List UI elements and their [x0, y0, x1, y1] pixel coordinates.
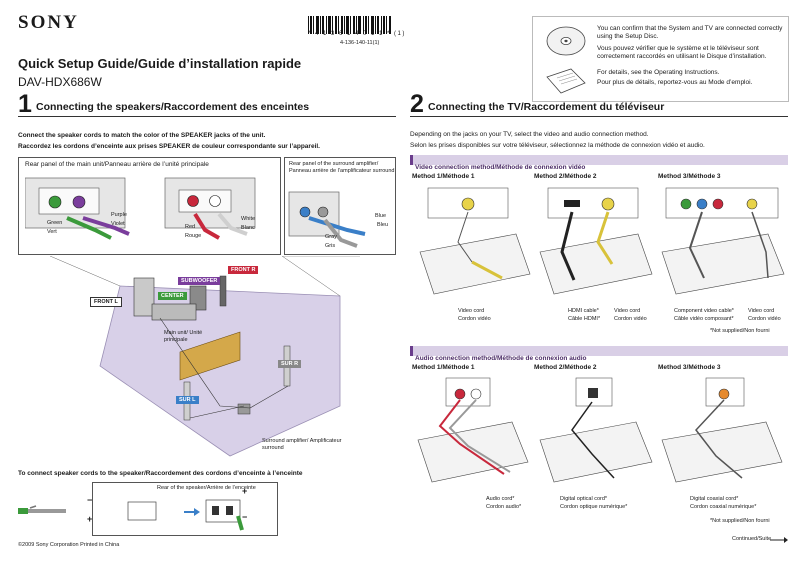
- minus-sign-right: −: [242, 512, 248, 522]
- brand-logo: SONY: [18, 12, 79, 33]
- details-fr: Pour plus de détails, reportez-vous au M…: [597, 79, 753, 86]
- surround-amp-jacks-illustration: [288, 191, 366, 248]
- main-unit-label: Main unit/ Unité principale: [164, 330, 203, 343]
- audio-method3-illustration: [661, 377, 783, 483]
- rear-panel-surround-box: Rear panel of the surround amplifier/ Pa…: [284, 157, 396, 255]
- disc-icon: [546, 26, 586, 56]
- section1-rule: [18, 116, 396, 117]
- page-title: Quick Setup Guide/Guide d’installation r…: [18, 56, 302, 71]
- audio-m1-cord-en: Audio cord*: [486, 496, 515, 502]
- video-method2-illustration: [539, 187, 653, 295]
- section1-title: Connecting the speakers/Raccordement des…: [36, 101, 310, 113]
- video-m3-component-en: Component video cable*: [674, 308, 734, 314]
- barcode-number: * 4 1 3 6 1 4 0 1 1 * (1): [308, 31, 406, 37]
- cord-connection-title: To connect speaker cords to the speaker/…: [18, 470, 303, 477]
- label-white: White: [241, 216, 256, 222]
- continued-arrow-icon: [770, 537, 788, 543]
- part-number: 4-136-140-11(1): [340, 40, 380, 46]
- main-unit-jacks-illustration: [25, 177, 256, 240]
- speaker-front-l: FRONT L: [90, 297, 122, 307]
- section2-number: 2: [410, 90, 424, 118]
- video-m3-component-fr: Câble vidéo composant*: [674, 316, 734, 322]
- audio-m3-cord-fr: Cordon coaxial numérique*: [690, 504, 757, 510]
- label-gris: Gris: [325, 243, 336, 249]
- audio-m2-cord-fr: Cordon optique numérique*: [560, 504, 628, 510]
- label-blanc: Blanc: [241, 225, 255, 231]
- audio-m1-cord-fr: Cordon audio*: [486, 504, 522, 510]
- disc-note-en: You can confirm that the System and TV a…: [597, 25, 783, 40]
- video-m3-cord-en: Video cord: [748, 308, 775, 314]
- minus-sign: −: [87, 495, 93, 505]
- plus-sign: +: [87, 514, 93, 524]
- rear-panel-main-label: Rear panel of the main unit/Panneau arri…: [25, 161, 209, 168]
- audio-not-supplied: *Not supplied/Non fourni: [710, 518, 770, 524]
- video-method2-title: Method 2/Méthode 2: [534, 173, 597, 180]
- video-method1-title: Method 1/Méthode 1: [412, 173, 475, 180]
- section1-number: 1: [18, 90, 32, 118]
- section1-intro-en: Connect the speaker cords to match the c…: [18, 132, 266, 139]
- video-m2-hdmi-fr: Câble HDMI*: [568, 316, 601, 322]
- label-purple: Purple: [111, 212, 127, 218]
- audio-m3-cord-en: Digital coaxial cord*: [690, 496, 739, 502]
- video-m3-cord-fr: Cordon vidéo: [748, 316, 781, 322]
- surround-amp-label: Surround amplifier/ Amplificateur surrou…: [262, 438, 342, 451]
- audio-method2-illustration: [539, 377, 653, 483]
- copyright: ©2009 Sony Corporation Printed in China: [18, 542, 120, 548]
- cord-illustration: [18, 499, 244, 531]
- video-method-bar: Video connection method/Méthode de conne…: [410, 155, 788, 171]
- video-method1-illustration: [419, 187, 531, 295]
- room-floor-illustration: [49, 256, 360, 457]
- speaker-front-r: FRONT R: [228, 266, 259, 274]
- audio-method3-title: Method 3/Méthode 3: [658, 364, 721, 371]
- section1-intro-fr: Raccordez les cordons d’enceinte aux pri…: [18, 143, 320, 150]
- rear-panel-surround-label: Rear panel of the surround amplifier/ Pa…: [289, 161, 395, 174]
- label-rouge: Rouge: [185, 233, 202, 239]
- rear-panel-main-box: Rear panel of the main unit/Panneau arri…: [18, 157, 281, 255]
- label-red: Red: [185, 224, 196, 230]
- audio-method2-title: Method 2/Méthode 2: [534, 364, 597, 371]
- video-method3-illustration: [661, 187, 785, 295]
- label-blue: Blue: [375, 213, 387, 219]
- section2-rule: [410, 116, 788, 117]
- section2-title: Connecting the TV/Raccordement du télévi…: [428, 101, 665, 113]
- section2-intro-fr: Selon les prises disponibles sur votre t…: [410, 142, 705, 149]
- speaker-sur-l: SUR L: [176, 396, 199, 404]
- model-name: DAV-HDX686W: [18, 75, 102, 89]
- speaker-sur-r: SUR R: [278, 360, 302, 368]
- manual-icon: [546, 68, 586, 94]
- plus-sign-right: +: [242, 486, 248, 496]
- continued-label: Continued/Suite: [732, 536, 772, 542]
- details-en: For details, see the Operating Instructi…: [597, 69, 720, 76]
- label-vert: Vert: [47, 229, 57, 235]
- disc-note-fr: Vous pouvez vérifier que le système et l…: [597, 45, 767, 60]
- label-violet: Violet: [111, 221, 125, 227]
- video-m2-cord-en: Video cord: [614, 308, 641, 314]
- video-method3-title: Method 3/Méthode 3: [658, 173, 721, 180]
- audio-method1-illustration: [417, 377, 529, 483]
- barcode: [308, 16, 391, 34]
- label-green: Green: [47, 220, 63, 226]
- video-m2-hdmi-en: HDMI cable*: [568, 308, 599, 314]
- audio-method-label: Audio connection method/Méthode de conne…: [415, 355, 587, 362]
- section2-intro-en: Depending on the jacks on your TV, selec…: [410, 131, 649, 138]
- speaker-center: CENTER: [158, 292, 187, 300]
- video-not-supplied: *Not supplied/Non fourni: [710, 328, 770, 334]
- speaker-subwoofer: SUBWOOFER: [178, 277, 221, 285]
- video-m1-cord-en: Video cord: [458, 308, 485, 314]
- speaker-rear-box: Rear of the speaker/Arrière de l’enceint…: [92, 482, 278, 536]
- video-method-label: Video connection method/Méthode de conne…: [415, 164, 586, 171]
- speaker-rear-label: Rear of the speaker/Arrière de l’enceint…: [157, 485, 256, 491]
- audio-m2-cord-en: Digital optical cord*: [560, 496, 608, 502]
- setup-disc-note: You can confirm that the System and TV a…: [532, 16, 789, 102]
- audio-method1-title: Method 1/Méthode 1: [412, 364, 475, 371]
- label-bleu: Bleu: [377, 222, 389, 228]
- label-gray: Gray: [325, 234, 337, 240]
- video-m1-cord-fr: Cordon vidéo: [458, 316, 491, 322]
- video-m2-cord-fr: Cordon vidéo: [614, 316, 647, 322]
- audio-method-bar: Audio connection method/Méthode de conne…: [410, 346, 788, 362]
